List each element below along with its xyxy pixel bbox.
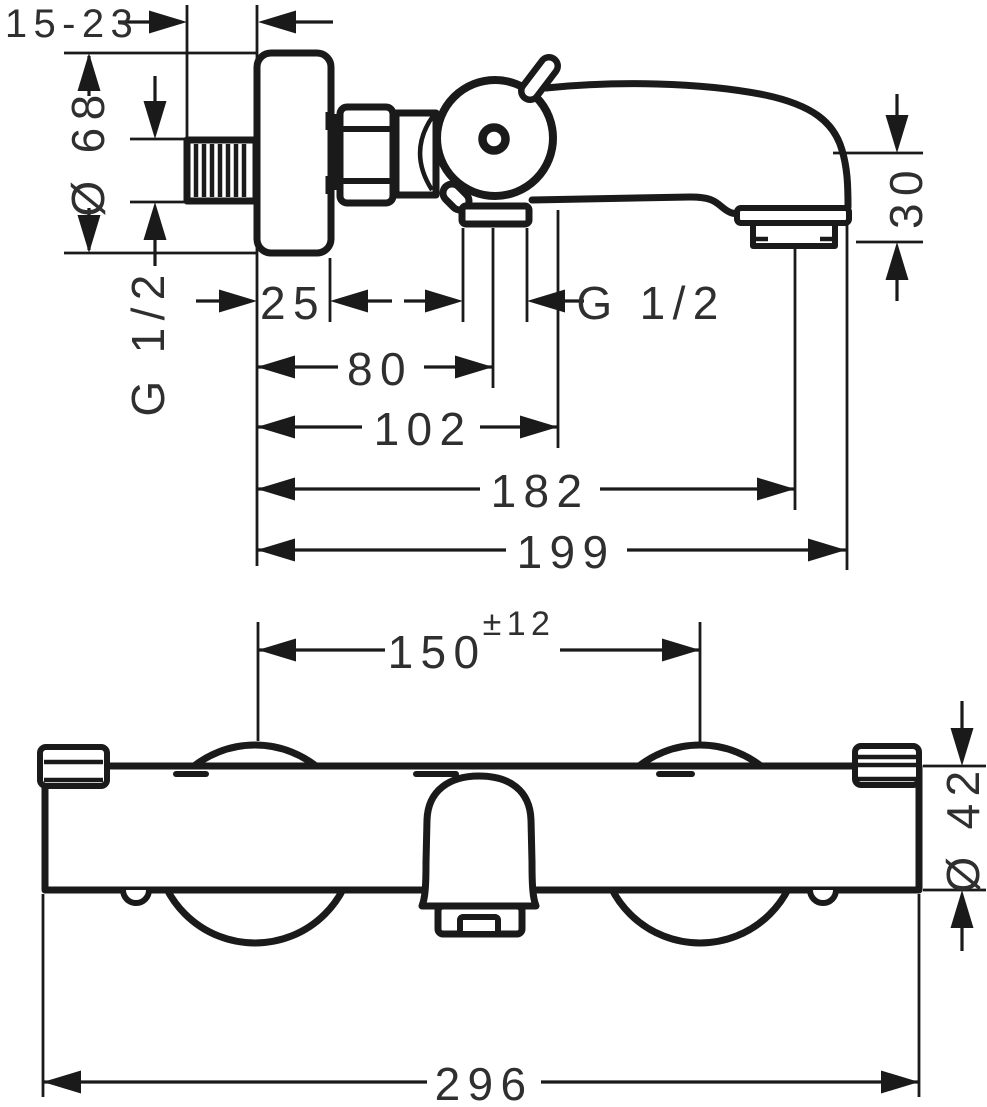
handle-grip-pin: [518, 54, 561, 103]
aerator: [734, 205, 852, 249]
dim-escutcheon-depth: 25: [260, 277, 326, 329]
dimension-lines: [77, 10, 909, 562]
cartridge-contour: [417, 114, 435, 192]
handle-hub: [478, 123, 510, 155]
extension-lines-front: [41, 622, 986, 1097]
thread-hatching: [193, 144, 247, 197]
dim-connection-spacing: 150: [388, 626, 487, 678]
spout: [528, 80, 852, 249]
dim-spout-end-height: 30: [880, 163, 932, 229]
dim-inlet-thread: G 1/2: [122, 267, 174, 416]
handle-tab: [439, 180, 473, 214]
right-end-cap: [852, 743, 922, 788]
left-check-valve-cap: [120, 889, 152, 906]
union-nut: [336, 103, 397, 207]
side-view: 15-23 Ø 68 G 1/2 25 G 1/2 80 102 182 199…: [5, 2, 932, 578]
dim-wall-depth-range: 15-23: [5, 2, 139, 46]
front-view: 150 ±12 Ø 42 296: [37, 605, 987, 1107]
dim-connection-spacing-tolerance: ±12: [483, 605, 556, 643]
dim-wall-to-spout-connection: 102: [374, 403, 473, 455]
wall-supply-thread: [183, 136, 260, 205]
dim-escutcheon-diameter: Ø 68: [62, 87, 114, 216]
right-check-valve-cap: [807, 889, 839, 906]
spout-connection-bracket: [458, 202, 533, 228]
dim-wall-to-handle-center: 80: [347, 343, 413, 395]
escutcheon: [253, 49, 335, 257]
handle: [433, 54, 561, 228]
dim-body-diameter: Ø 42: [937, 763, 987, 892]
left-end-cap: [37, 744, 110, 789]
dim-overall-width: 296: [435, 1058, 534, 1107]
front-handle: [418, 772, 540, 938]
dim-total-projection: 199: [517, 526, 616, 578]
dim-wall-to-aerator-center: 182: [491, 465, 590, 517]
valve-body: [392, 109, 440, 199]
dim-outlet-thread: G 1/2: [576, 277, 725, 329]
dimension-lines-front: [43, 638, 974, 1094]
